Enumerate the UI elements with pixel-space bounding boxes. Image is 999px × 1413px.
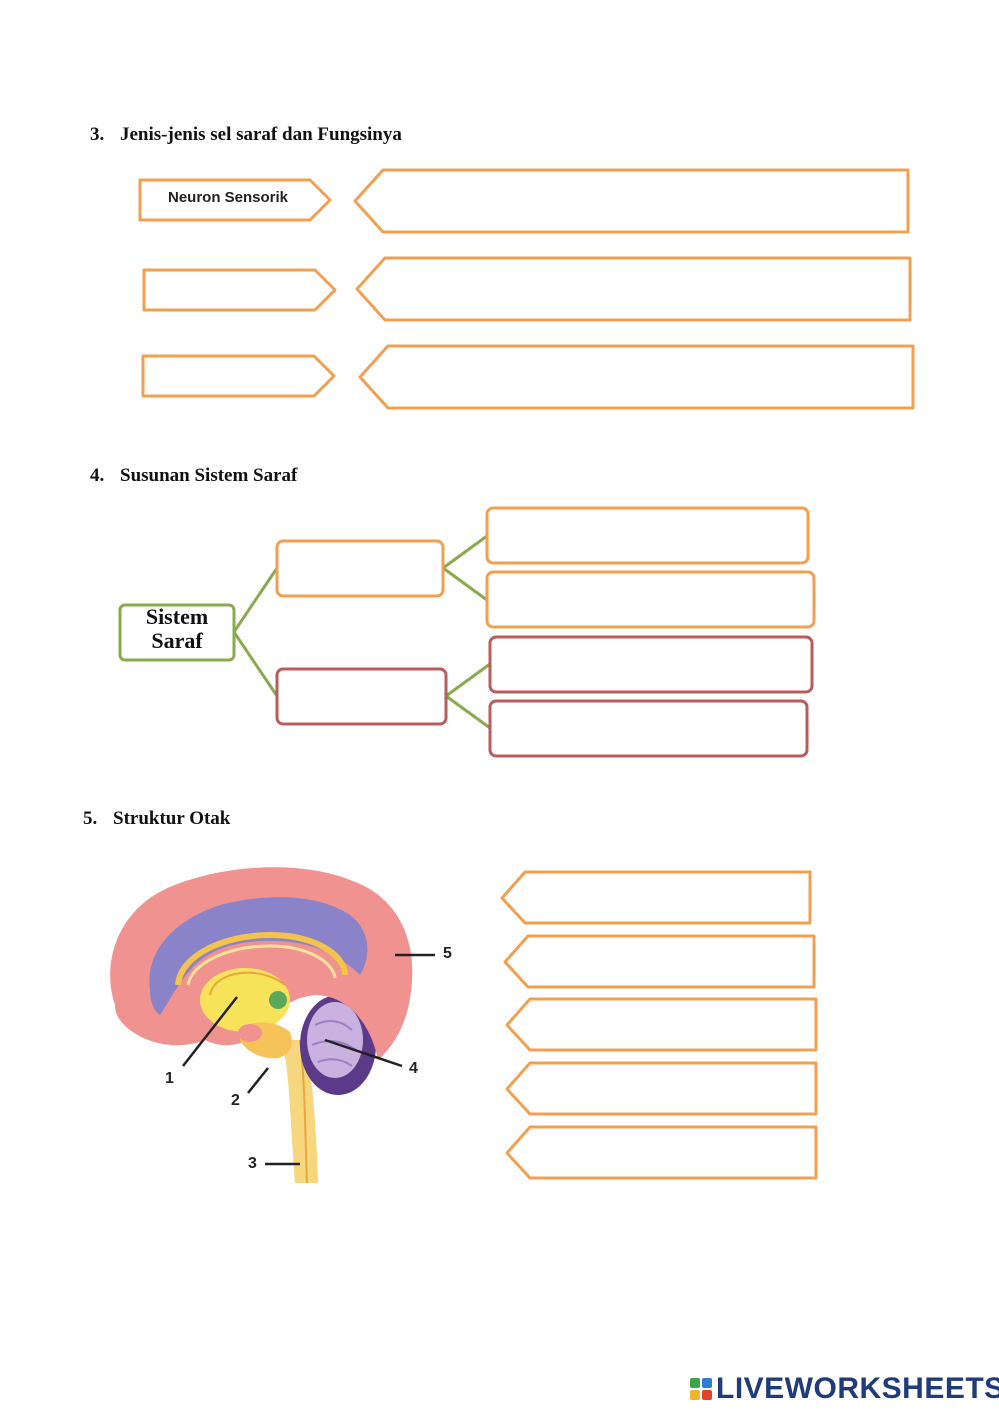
neuron-function-box-1[interactable] bbox=[353, 168, 910, 234]
section-4-title: Susunan Sistem Saraf bbox=[120, 465, 298, 486]
liveworksheets-logo: LIVEWORKSHEETS bbox=[690, 1372, 999, 1406]
root-label-line-1: Sistem bbox=[145, 604, 209, 629]
section-4-heading: 4. Susunan Sistem Saraf bbox=[90, 465, 297, 487]
brain-answer-box-1[interactable] bbox=[500, 870, 812, 925]
branch-line-lower bbox=[232, 631, 279, 697]
central-sub-box-1[interactable] bbox=[485, 506, 810, 565]
root-label-line-2: Saraf bbox=[151, 628, 203, 653]
peripheral-sub-box-1[interactable] bbox=[488, 635, 814, 694]
section-3-number: 3. bbox=[90, 124, 105, 145]
brain-answer-box-2[interactable] bbox=[503, 934, 816, 989]
brain-diagram bbox=[110, 867, 413, 1184]
branch-line-upper bbox=[232, 567, 279, 633]
section-5-number: 5. bbox=[83, 808, 98, 829]
peripheral-system-box[interactable] bbox=[275, 667, 448, 726]
section-3-title: Jenis-jenis sel saraf dan Fungsinya bbox=[120, 124, 402, 145]
section-4-number: 4. bbox=[90, 465, 105, 486]
liveworksheets-logo-text: LIVEWORKSHEETS bbox=[716, 1372, 999, 1405]
branch-line-lower-b bbox=[445, 694, 491, 730]
central-sub-box-2[interactable] bbox=[485, 570, 816, 629]
brain-answer-box-4[interactable] bbox=[505, 1061, 818, 1116]
branch-line-upper-a bbox=[442, 534, 488, 570]
branch-line-upper-b bbox=[442, 566, 488, 602]
liveworksheets-logo-icon bbox=[690, 1378, 712, 1400]
brain-label-1: 1 bbox=[165, 1070, 174, 1087]
brain-label-5: 5 bbox=[443, 945, 452, 962]
pointer-line-2 bbox=[247, 1067, 269, 1094]
neuron-function-box-3[interactable] bbox=[358, 344, 915, 410]
neuron-function-box-2[interactable] bbox=[355, 256, 912, 322]
root-box bbox=[118, 603, 236, 662]
brain-answer-box-3[interactable] bbox=[505, 997, 818, 1052]
neuron-type-label-1: Neuron Sensorik bbox=[168, 189, 289, 206]
brain-label-4: 4 bbox=[409, 1060, 418, 1077]
brain-label-2: 2 bbox=[231, 1092, 240, 1109]
peripheral-sub-box-2[interactable] bbox=[488, 699, 809, 758]
section-5-title: Struktur Otak bbox=[113, 808, 231, 829]
root-label: Sistem Saraf bbox=[120, 605, 234, 653]
pointer-line-4 bbox=[324, 1038, 403, 1068]
neuron-type-box-1[interactable] bbox=[138, 178, 332, 222]
brain-answer-box-5[interactable] bbox=[505, 1125, 818, 1180]
brain-label-3: 3 bbox=[248, 1155, 257, 1172]
neuron-type-box-3[interactable] bbox=[141, 354, 336, 398]
neuron-type-box-2[interactable] bbox=[142, 268, 337, 312]
central-system-box[interactable] bbox=[275, 539, 445, 598]
pointer-line-1 bbox=[182, 996, 238, 1067]
section-5-heading: 5. Struktur Otak bbox=[83, 808, 230, 830]
section-3-heading: 3. Jenis-jenis sel saraf dan Fungsinya bbox=[90, 124, 402, 146]
branch-line-lower-a bbox=[445, 662, 491, 698]
